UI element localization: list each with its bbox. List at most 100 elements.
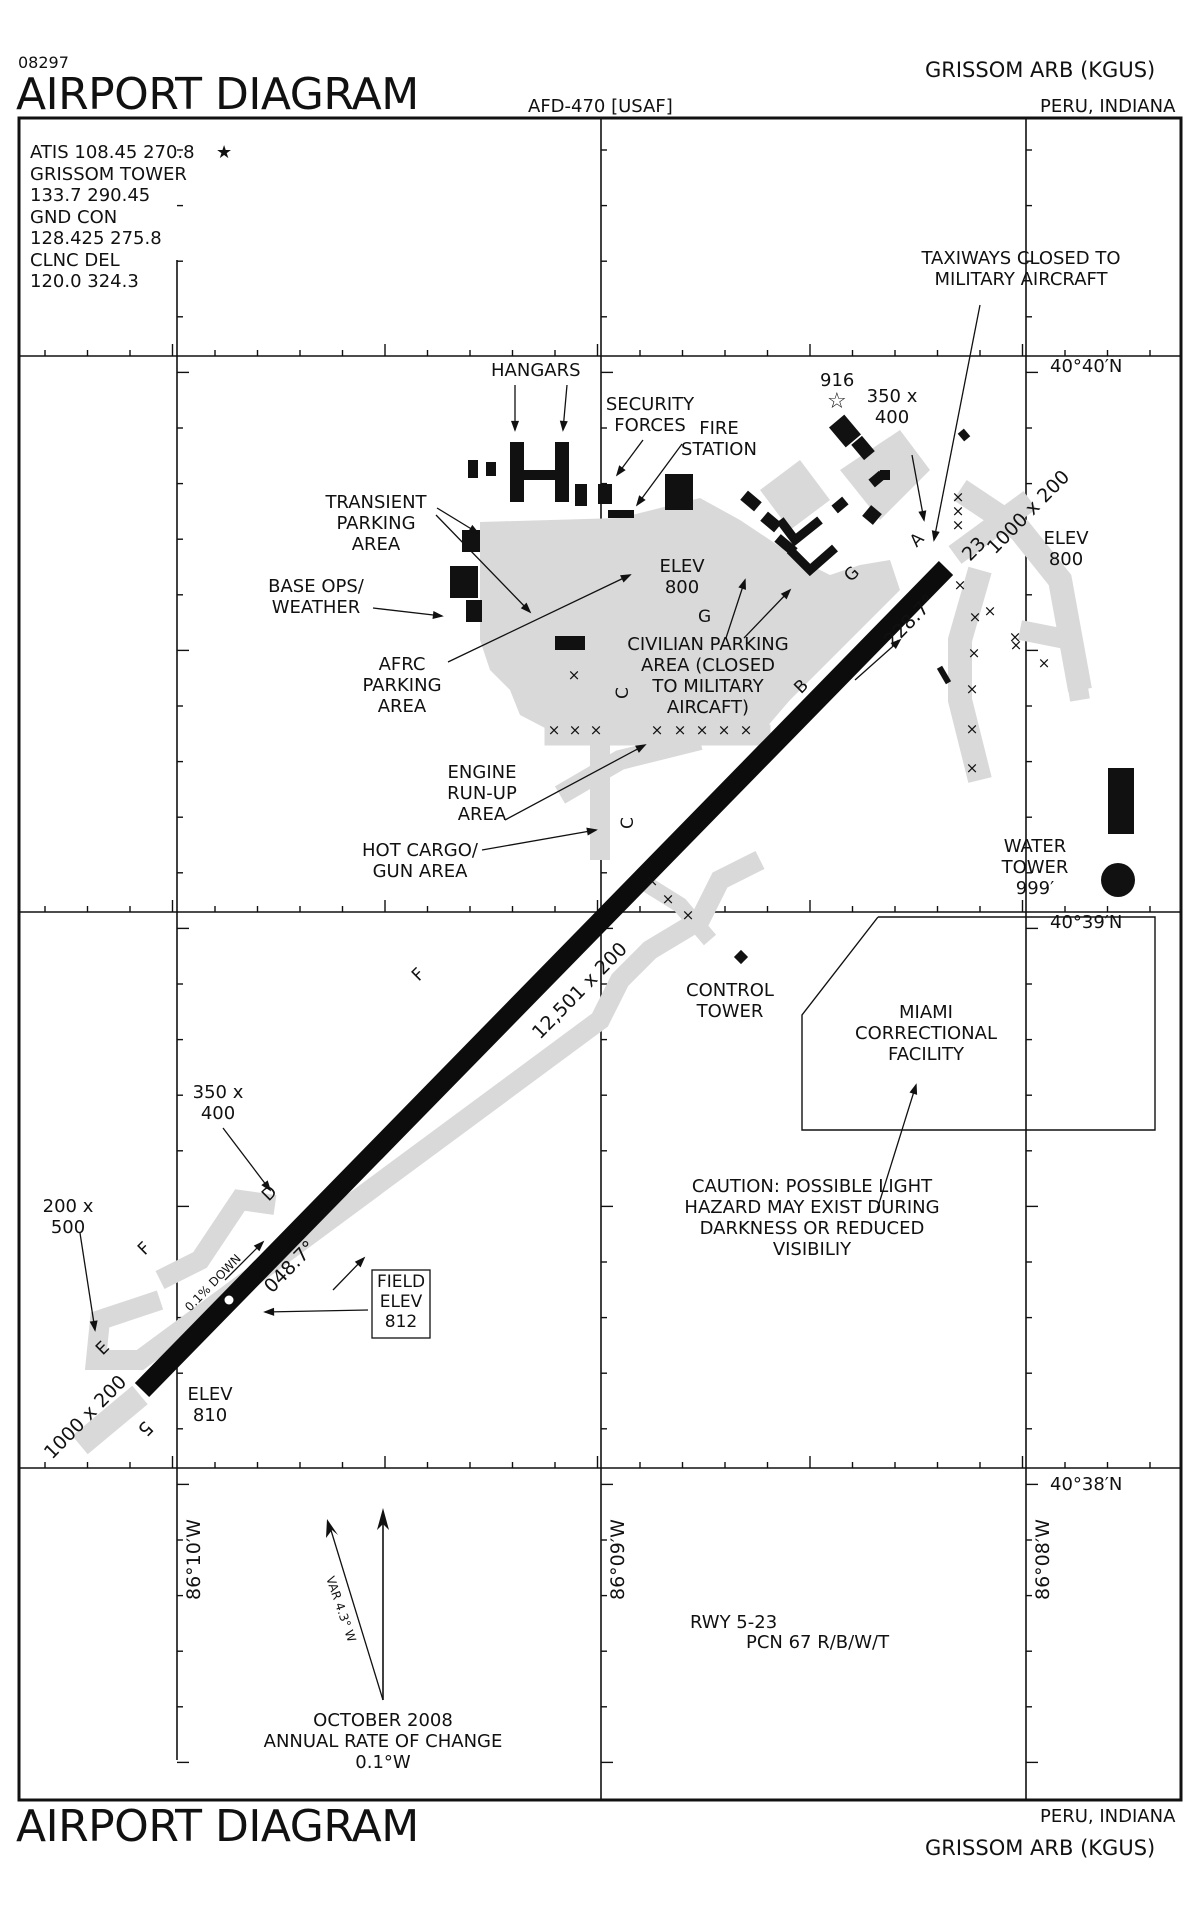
- arrowhead: [89, 1320, 98, 1332]
- obstruction-x-icon: ×: [966, 759, 979, 777]
- leader-line: [481, 829, 597, 851]
- control-tower-icon: [733, 949, 749, 965]
- footer-location: PERU, INDIANA: [1040, 1806, 1176, 1827]
- page-title: AIRPORT DIAGRAM: [16, 69, 419, 120]
- obstruction-star-icon: ☆: [827, 389, 847, 414]
- obstruction-x-icon: ×: [966, 720, 979, 738]
- obstruction-x-icon: ×: [651, 721, 664, 739]
- obstruction-x-icon: ×: [646, 872, 659, 890]
- taxiway-tower-spur: [635, 873, 717, 946]
- freq-clearance: 120.0 324.3: [30, 271, 139, 292]
- obstruction-x-icon: ×: [1009, 628, 1022, 646]
- freq-clearance-label: CLNC DEL: [30, 249, 120, 271]
- longitude-label-2: 86°09′W: [607, 1519, 629, 1600]
- taxiway-g-label-1: G: [698, 607, 711, 627]
- taxiway-c-label-1: C: [613, 687, 633, 699]
- magnetic-north-line: [329, 1526, 384, 1701]
- runway-pcn: PCN 67 R/B/W/T: [746, 1632, 890, 1653]
- latitude-label-1: 40°40′N: [1050, 356, 1123, 377]
- obstruction-x-icon: ×: [966, 680, 979, 698]
- water-tower-icon: [1101, 863, 1135, 897]
- taxiway-f-label-2: F: [134, 1238, 155, 1259]
- taxiway-f: [84, 851, 765, 1370]
- afd-reference: AFD-470 [USAF]: [528, 96, 673, 117]
- obstruction-x-icon: ×: [954, 576, 967, 594]
- obstruction-x-icon: ×: [952, 516, 965, 534]
- leader-line: [725, 579, 746, 639]
- obstruction-x-icon: ×: [590, 721, 603, 739]
- obstruction-916-label: 916: [820, 370, 855, 391]
- field-elev-box: [371, 1269, 431, 1339]
- arrowhead: [635, 495, 646, 507]
- obstruction-x-icon: ×: [968, 644, 981, 662]
- leader-line: [876, 1084, 917, 1211]
- leader-line: [743, 589, 791, 639]
- arrowhead: [738, 578, 746, 590]
- runway-5-23: [134, 561, 954, 1397]
- hangars-label: HANGARS: [491, 360, 581, 381]
- obstruction-x-icon: ×: [969, 608, 982, 626]
- freq-tower-label: GRISSOM TOWER: [30, 163, 187, 185]
- footer-airport-name: GRISSOM ARB (KGUS): [925, 1836, 1156, 1860]
- leader-line: [636, 443, 683, 506]
- chart-frame: [17, 116, 1183, 1802]
- freq-ground: 128.425 275.8: [30, 228, 162, 249]
- leader-arrows: [79, 304, 981, 1332]
- obstruction-x-icon: ×: [952, 488, 965, 506]
- arrowhead: [510, 420, 520, 432]
- taxiway-a-label: A: [906, 529, 929, 552]
- overrun-sw-paved: [72, 1385, 148, 1455]
- arrowhead: [354, 1256, 366, 1268]
- obstruction-x-icon: ×: [952, 502, 965, 520]
- obstruction-x-icon: ×: [984, 602, 997, 620]
- arrowhead: [586, 827, 598, 836]
- base-ops-label: BASE OPS/WEATHER: [268, 576, 364, 618]
- arrowhead: [620, 574, 632, 583]
- leader-line: [933, 304, 981, 541]
- buildings: [450, 414, 1135, 965]
- magnetic-variation-label: VAR 4.3° W: [323, 1574, 359, 1644]
- taxiway-f-label-1: F: [408, 964, 429, 985]
- leader-line: [264, 1309, 369, 1313]
- leader-line: [911, 454, 925, 521]
- freq-atis: ATIS 108.45 270.8: [30, 142, 195, 163]
- true-north-arrow: [377, 1508, 389, 1530]
- leader-line: [854, 639, 901, 681]
- water-tower-structure: [1108, 768, 1134, 834]
- arrowhead: [559, 420, 568, 432]
- hot-cargo-label: HOT CARGO/GUN AREA: [362, 840, 478, 882]
- leader-line: [222, 1127, 271, 1191]
- longitude-label-3: 86°08′W: [1032, 1519, 1054, 1600]
- arrowhead: [635, 744, 647, 753]
- arrowhead: [432, 610, 444, 619]
- chart-id: 08297: [18, 53, 69, 72]
- apron-ne-2: [760, 460, 830, 530]
- arrowhead: [253, 1240, 265, 1252]
- airport-name: GRISSOM ARB (KGUS): [925, 58, 1156, 82]
- latitude-label-2: 40°39′N: [1050, 912, 1123, 933]
- obstruction-x-icon: ×: [718, 721, 731, 739]
- taxiway-d: [155, 1189, 277, 1289]
- taxiway-ne-closed-3: [1018, 620, 1090, 702]
- taxiway-lines: [72, 480, 1092, 1455]
- arrowhead: [918, 510, 927, 522]
- footer-title: AIRPORT DIAGRAM: [16, 1801, 419, 1852]
- runway-slope-marker: [224, 1295, 234, 1305]
- taxiway-link-c: [554, 730, 703, 804]
- leader-line: [372, 607, 443, 617]
- obstruction-markers: ×××××××××××××××××××××××××: [548, 488, 1051, 924]
- leader-line: [504, 744, 646, 821]
- freq-ground-label: GND CON: [30, 206, 118, 228]
